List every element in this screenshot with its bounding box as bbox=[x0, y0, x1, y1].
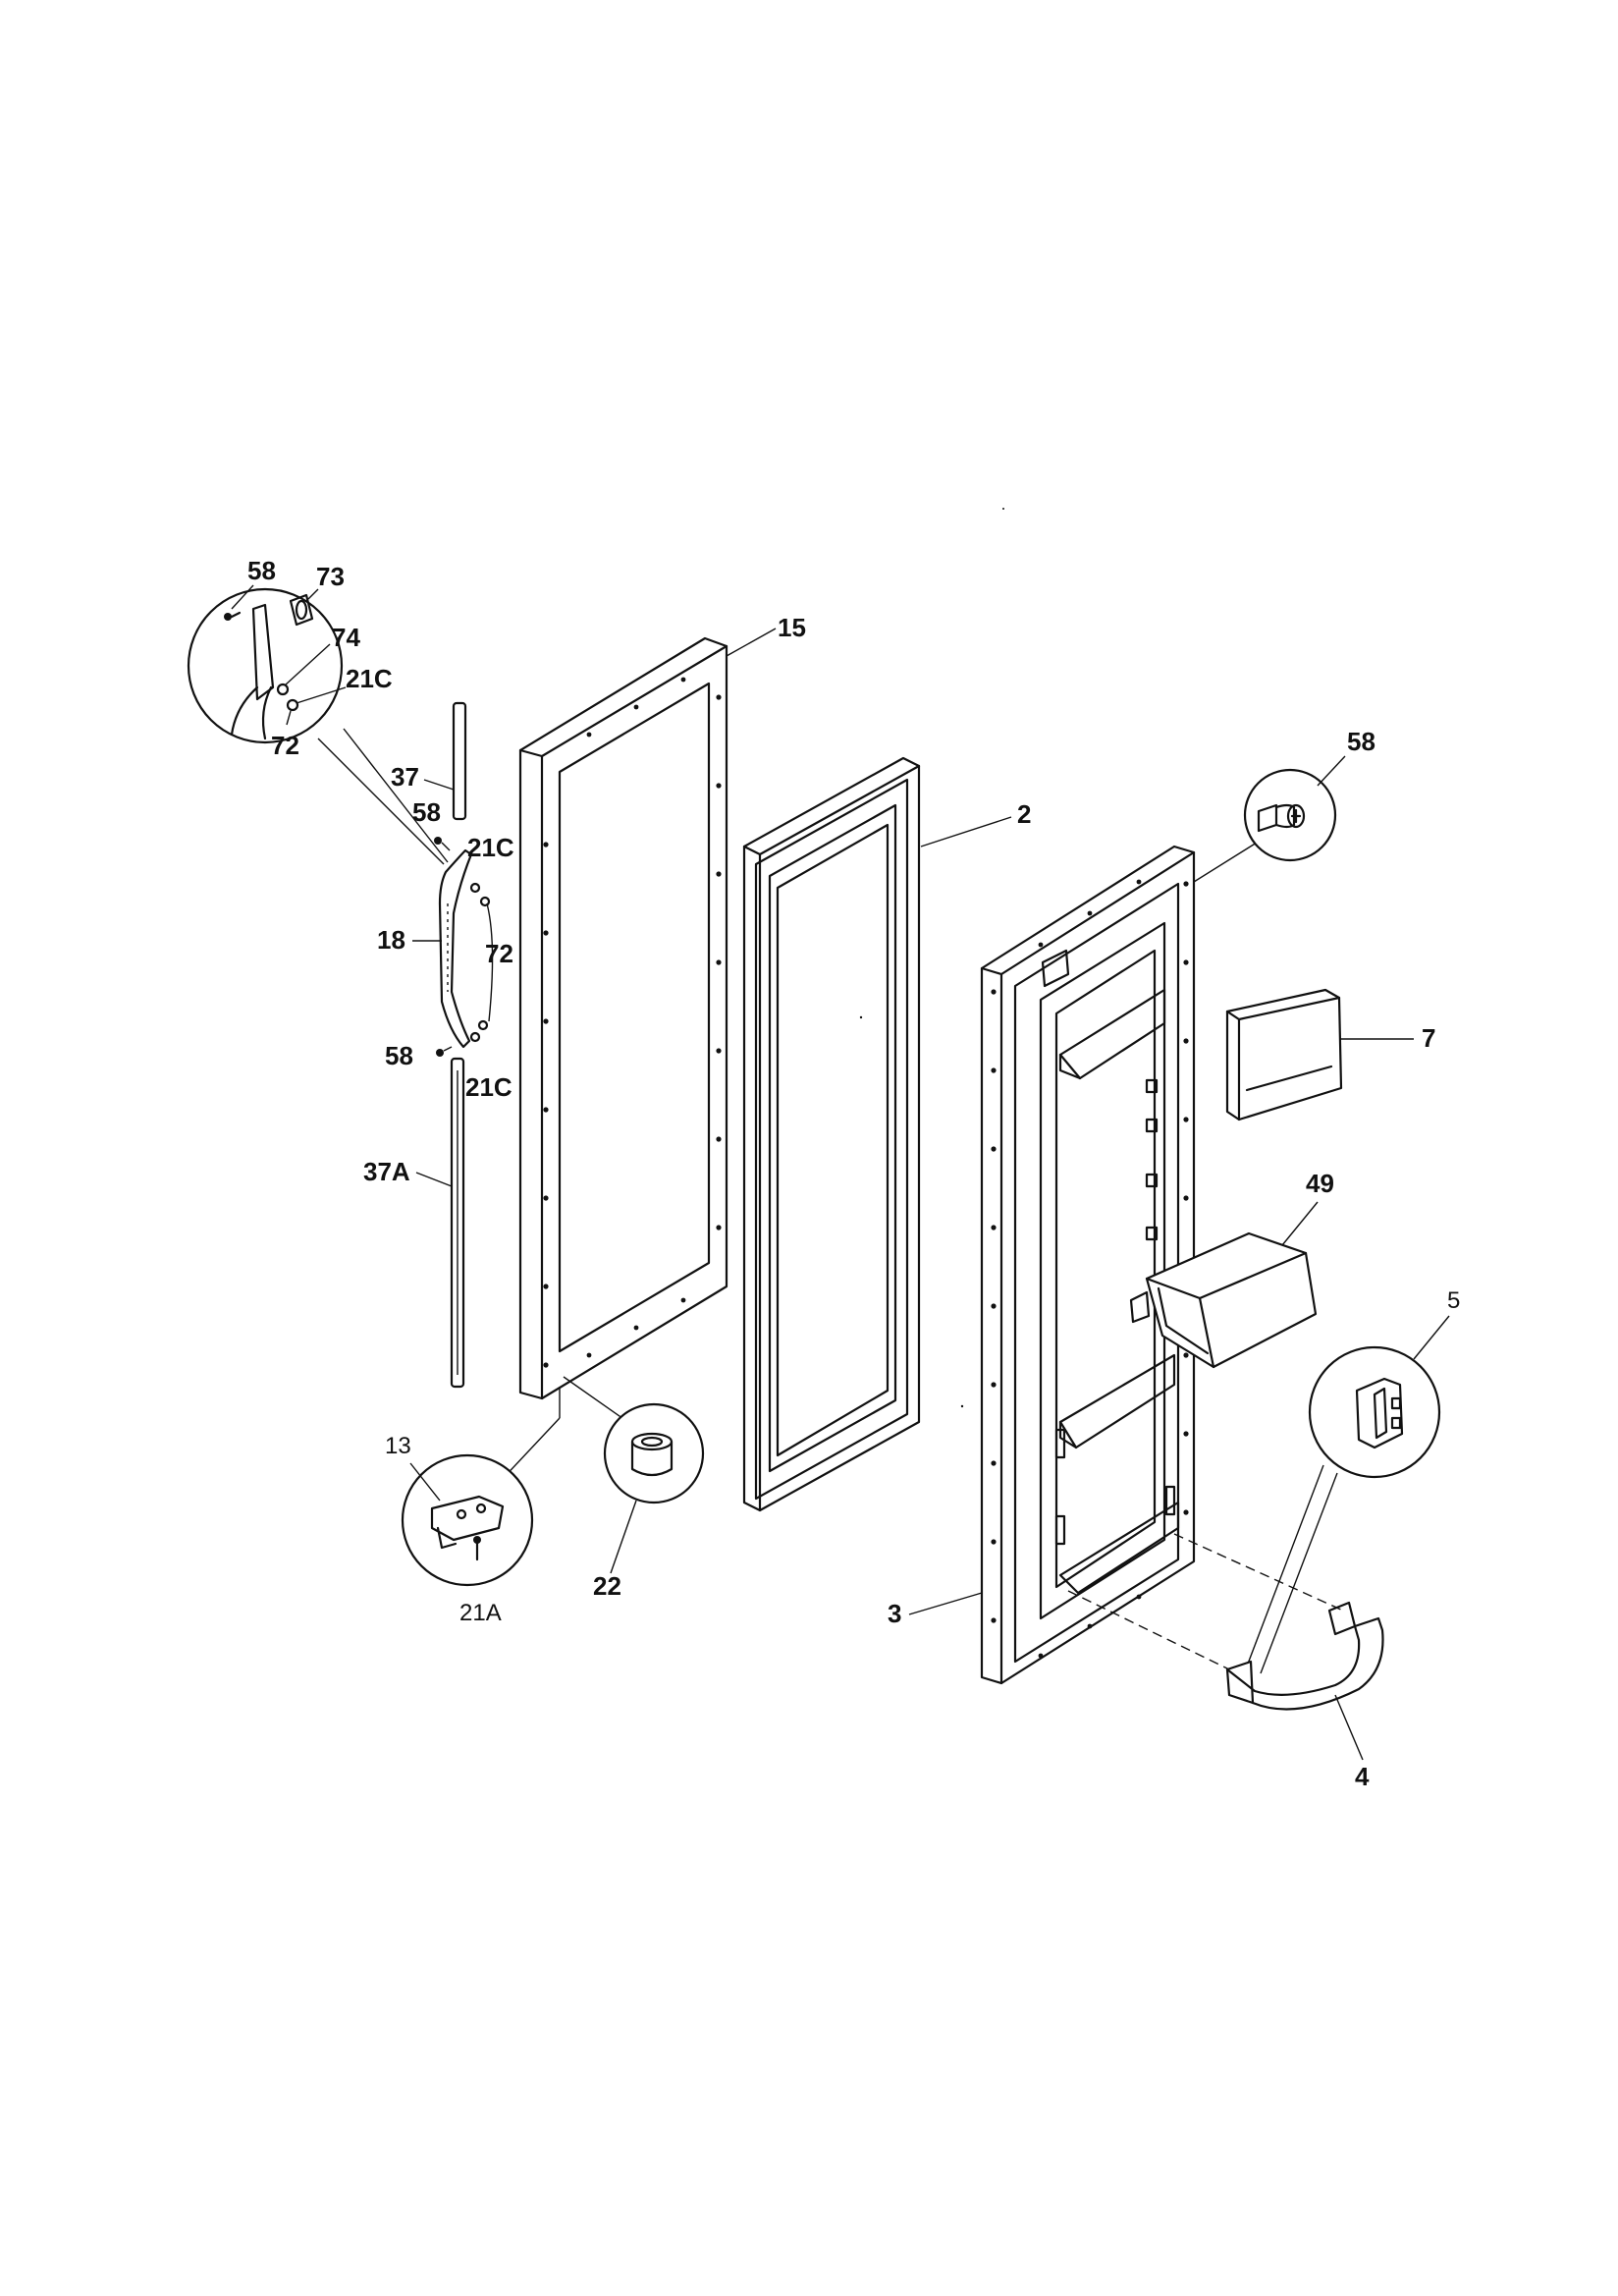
dairy-door-7 bbox=[1225, 988, 1343, 1121]
callout-72-detail: 72 bbox=[271, 731, 299, 760]
detail-connector-line bbox=[317, 738, 445, 865]
bin-clip-detail-inset bbox=[1308, 1345, 1441, 1479]
callout-5: 5 bbox=[1447, 1287, 1460, 1314]
callout-73: 73 bbox=[316, 562, 345, 591]
detail-connector-line bbox=[1260, 1472, 1338, 1674]
stray-mark bbox=[859, 1015, 863, 1019]
callout-37a: 37A bbox=[363, 1157, 410, 1186]
callout-21c-top: 21C bbox=[467, 833, 514, 862]
callout-58-top: 58 bbox=[412, 797, 441, 827]
callout-13: 13 bbox=[385, 1433, 411, 1459]
door-outer-panel-15 bbox=[518, 636, 728, 1400]
callout-3: 3 bbox=[888, 1599, 901, 1628]
door-liner-3 bbox=[980, 845, 1196, 1685]
callout-49: 49 bbox=[1306, 1169, 1334, 1198]
screw-detail-inset bbox=[1243, 768, 1337, 862]
callout-22: 22 bbox=[593, 1571, 621, 1601]
alignment-line bbox=[1173, 1533, 1344, 1612]
callout-21c-bottom: 21C bbox=[465, 1072, 512, 1102]
hinge-detail-inset bbox=[187, 584, 347, 744]
door-bin-49 bbox=[1129, 1231, 1318, 1369]
door-stop-detail-inset bbox=[603, 1402, 705, 1504]
callout-58-detail: 58 bbox=[247, 556, 276, 585]
callout-2: 2 bbox=[1017, 799, 1031, 829]
handle-18 bbox=[438, 848, 473, 1049]
callout-4: 4 bbox=[1355, 1762, 1370, 1791]
handle-trim-37 bbox=[452, 701, 467, 821]
detail-connector-line bbox=[1244, 1464, 1324, 1672]
detail-connector-line bbox=[343, 728, 449, 863]
handle-trim-37a bbox=[450, 1057, 465, 1389]
callout-7: 7 bbox=[1422, 1023, 1435, 1053]
callout-72-side: 72 bbox=[485, 939, 513, 968]
callout-21c-detail: 21C bbox=[346, 664, 393, 693]
stray-mark bbox=[960, 1404, 964, 1408]
callout-37: 37 bbox=[391, 762, 419, 792]
stray-mark bbox=[1002, 508, 1004, 510]
callout-15: 15 bbox=[778, 613, 806, 642]
callout-74: 74 bbox=[332, 623, 360, 652]
door-gasket-2 bbox=[742, 756, 921, 1512]
alignment-line bbox=[1067, 1590, 1230, 1670]
callout-58-screw: 58 bbox=[1347, 727, 1375, 756]
callout-58-bottom: 58 bbox=[385, 1041, 413, 1070]
bottom-hinge-detail-inset bbox=[401, 1453, 534, 1587]
callout-21a: 21A bbox=[459, 1600, 502, 1626]
door-bin-4 bbox=[1225, 1601, 1384, 1711]
callout-18: 18 bbox=[377, 925, 405, 955]
detail-connector-line bbox=[1193, 842, 1258, 883]
